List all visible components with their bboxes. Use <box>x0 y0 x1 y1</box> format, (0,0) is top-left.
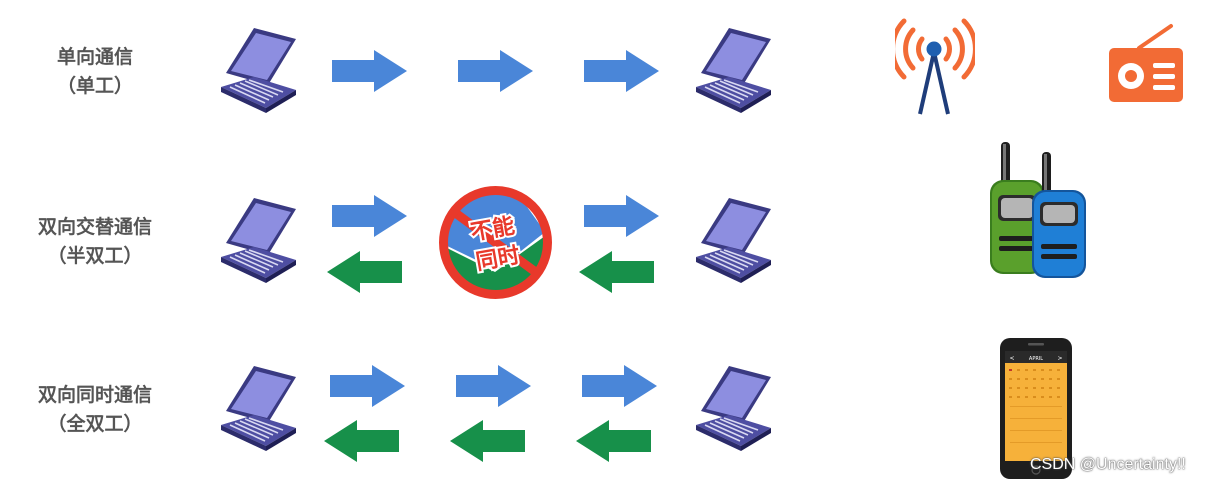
row-subtitle: （半双工） <box>47 245 143 267</box>
blue-arrow-right-icon <box>332 195 407 237</box>
blue-arrow-right-icon <box>458 50 533 92</box>
watermark-text: CSDN @Uncertainty!! <box>1030 456 1186 473</box>
phone-header-text: APRIL <box>1029 356 1043 362</box>
blue-arrow-right-icon <box>332 50 407 92</box>
row-label-simplex: 单向通信 （单工） <box>40 43 150 101</box>
radio-receiver-icon <box>1109 24 1183 102</box>
laptop-icon <box>218 363 298 453</box>
smartphone-icon: < APRIL > <box>1000 338 1072 479</box>
green-arrow-left-icon <box>450 420 525 462</box>
row-title: 双向交替通信 <box>37 216 152 238</box>
blue-arrow-right-icon <box>582 365 657 407</box>
row-label-full-duplex: 双向同时通信 （全双工） <box>20 381 170 439</box>
blue-arrow-right-icon <box>456 365 531 407</box>
phone-prev-text: < <box>1009 355 1014 362</box>
laptop-icon <box>693 25 773 115</box>
row-label-half-duplex: 双向交替通信 （半双工） <box>20 213 170 271</box>
blue-arrow-right-icon <box>584 195 659 237</box>
green-arrow-left-icon <box>324 420 399 462</box>
prohibited-sign-icon: 不能 同时 <box>439 186 552 299</box>
row-subtitle: （单工） <box>56 75 133 97</box>
laptop-icon <box>693 363 773 453</box>
blue-arrow-right-icon <box>330 365 405 407</box>
laptop-icon <box>218 25 298 115</box>
row-subtitle: （全双工） <box>47 413 143 435</box>
green-arrow-left-icon <box>579 251 654 293</box>
walkie-talkie-icon <box>990 142 1086 278</box>
laptop-icon <box>218 195 298 285</box>
laptop-icon <box>693 195 773 285</box>
green-arrow-left-icon <box>576 420 651 462</box>
green-arrow-left-icon <box>327 251 402 293</box>
row-title: 双向同时通信 <box>37 384 152 406</box>
phone-next-text: > <box>1057 355 1062 362</box>
radio-tower-icon <box>895 18 975 115</box>
blue-arrow-right-icon <box>584 50 659 92</box>
row-title: 单向通信 <box>56 46 133 68</box>
